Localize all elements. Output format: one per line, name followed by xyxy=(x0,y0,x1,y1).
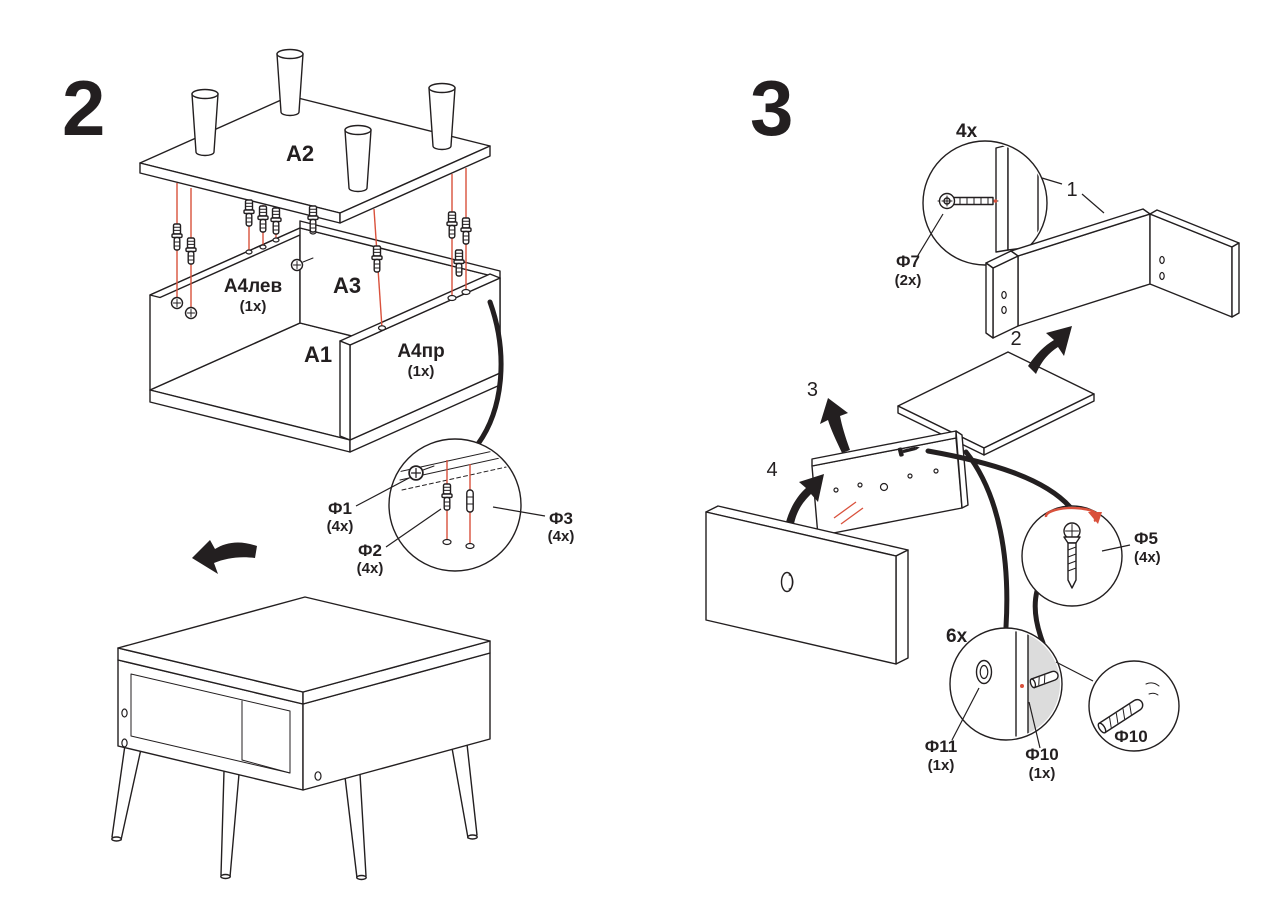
label-a4pr: A4пр xyxy=(397,341,444,362)
fastener-detail-circle xyxy=(388,438,522,572)
label-4x: 4x xyxy=(956,121,978,142)
top-panel-a2: A2 xyxy=(139,48,491,224)
corner-detail-circle: 4x Ф7 (2x) xyxy=(895,121,1048,289)
cam-lock-icon xyxy=(184,306,198,320)
step-2: 2 A4лев (1x) A3 A1 A4пр (1x) xyxy=(62,48,575,881)
bolt-icon xyxy=(441,483,453,511)
step-2-number: 2 xyxy=(62,64,105,152)
label-part4: 4 xyxy=(766,459,777,481)
label-a4lev-qty: (1x) xyxy=(240,298,267,315)
leg-icon xyxy=(428,82,456,151)
cam-lock-icon xyxy=(170,296,184,310)
label-f7: Ф7 xyxy=(896,252,920,271)
insert-arrow-4 xyxy=(786,474,824,524)
label-part2: 2 xyxy=(1010,328,1021,350)
fastener-labels: Ф1 (4x) Ф2 (4x) Ф3 (4x) xyxy=(327,477,575,577)
screw-detail-circle: Ф5 (4x) xyxy=(1021,505,1161,607)
bolt-icon xyxy=(446,211,458,239)
label-f1: Ф1 xyxy=(328,499,352,518)
dowel-icon xyxy=(1097,698,1144,734)
label-part1: 1 xyxy=(1066,179,1077,201)
dowel-icon xyxy=(1029,670,1059,689)
label-6x: 6x xyxy=(946,626,968,647)
bolt-icon xyxy=(460,217,472,245)
pointer-curve-link xyxy=(1032,588,1046,646)
cam-lock-icon xyxy=(408,465,424,481)
label-a4pr-qty: (1x) xyxy=(408,363,435,380)
drawer-front-panel: 4 xyxy=(705,459,909,665)
dowel-detail-circle: Ф10 xyxy=(1055,660,1180,752)
drawer-bottom-panel: 2 xyxy=(897,326,1095,456)
bolt-icon xyxy=(243,199,255,227)
fitting-holes xyxy=(245,229,471,331)
label-f10-qty: (1x) xyxy=(1029,765,1056,782)
drawer-sides: 1 xyxy=(985,177,1240,339)
bolt-icon xyxy=(257,205,269,233)
flip-arrow xyxy=(192,540,257,574)
leg-icon xyxy=(276,48,304,117)
insert-arrow-2 xyxy=(1028,326,1072,374)
bolt-icon xyxy=(371,245,383,273)
bolt-icon xyxy=(171,223,183,251)
label-f11-qty: (1x) xyxy=(928,757,955,774)
cam-locks xyxy=(170,257,314,320)
dowel-icon xyxy=(466,489,474,513)
label-f7-qty: (2x) xyxy=(895,272,922,289)
leg-icon xyxy=(191,88,219,157)
bolt-icon xyxy=(270,207,282,235)
step-3-number: 3 xyxy=(750,64,793,152)
bolt-icon xyxy=(307,205,319,233)
carcass-exploded: A4лев (1x) A3 A1 A4пр (1x) xyxy=(149,220,501,453)
drawer-back-panel: 3 xyxy=(807,379,969,537)
label-f1-qty: (4x) xyxy=(327,518,354,535)
screw-icon xyxy=(897,446,920,457)
label-f2-qty: (4x) xyxy=(357,560,384,577)
pointer-curve-6x xyxy=(963,449,1010,630)
label-a1: A1 xyxy=(304,342,332,367)
label-a4lev: A4лев xyxy=(224,276,282,297)
label-f11: Ф11 xyxy=(925,737,957,756)
label-f5: Ф5 xyxy=(1134,529,1158,548)
label-part3: 3 xyxy=(807,379,818,401)
label-f5-qty: (4x) xyxy=(1134,549,1161,566)
step-3: 3 4x Ф7 (2x) xyxy=(705,64,1240,782)
label-f10: Ф10 xyxy=(1025,745,1058,764)
label-f2: Ф2 xyxy=(358,541,382,560)
assembled-table xyxy=(111,596,491,881)
label-f3-qty: (4x) xyxy=(548,528,575,545)
pointer-curve-f5 xyxy=(925,448,1073,510)
insert-arrow-3 xyxy=(820,398,850,453)
detail-pointer-curve xyxy=(475,299,504,447)
bolt-icon xyxy=(185,237,197,265)
label-a2: A2 xyxy=(286,141,314,166)
bolt-icon xyxy=(453,249,465,277)
cam-lock-icon xyxy=(290,258,304,272)
label-a3: A3 xyxy=(333,273,361,298)
leg-icon xyxy=(344,124,372,193)
cam-detail-circle: 6x Ф11 (1x) Ф10 (1x) xyxy=(925,626,1063,782)
label-f3: Ф3 xyxy=(549,509,573,528)
label-f10-inset: Ф10 xyxy=(1114,727,1147,746)
